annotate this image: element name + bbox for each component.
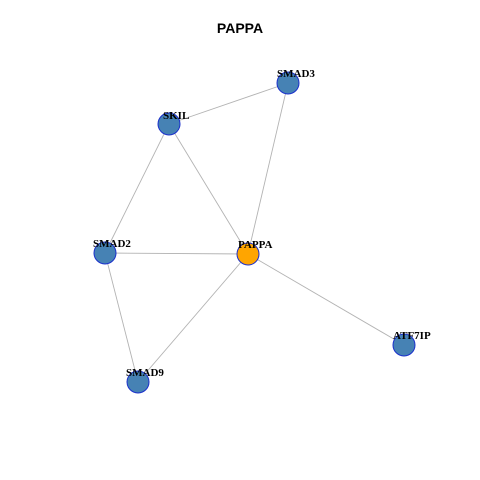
edge-skil-pappa: [168, 123, 249, 255]
node-label-pappa: PAPPA: [238, 239, 272, 251]
node-label-smad2: SMAD2: [93, 238, 131, 250]
graph-title: PAPPA: [216, 20, 264, 36]
node-skil: [157, 112, 181, 136]
node-label-smad3: SMAD3: [277, 68, 315, 80]
edge-skil-smad3: [168, 82, 289, 125]
node-label-skil: SKIL: [163, 110, 189, 122]
edge-skil-smad2: [104, 123, 170, 254]
node-atf7ip: [392, 333, 416, 357]
node-smad3: [276, 71, 300, 95]
edge-smad2-pappa: [104, 252, 249, 255]
node-smad9: [126, 370, 150, 394]
node-pappa: [236, 242, 260, 266]
node-smad2: [93, 241, 117, 265]
edge-smad3-pappa: [247, 82, 289, 255]
edges-layer: [104, 82, 405, 383]
edge-pappa-atf7ip: [247, 253, 405, 346]
nodes-layer: [93, 71, 416, 394]
edge-smad2-smad9: [104, 252, 139, 383]
edge-smad9-pappa: [137, 253, 249, 383]
node-label-atf7ip: ATF7IP: [393, 330, 431, 342]
node-label-smad9: SMAD9: [126, 367, 164, 379]
